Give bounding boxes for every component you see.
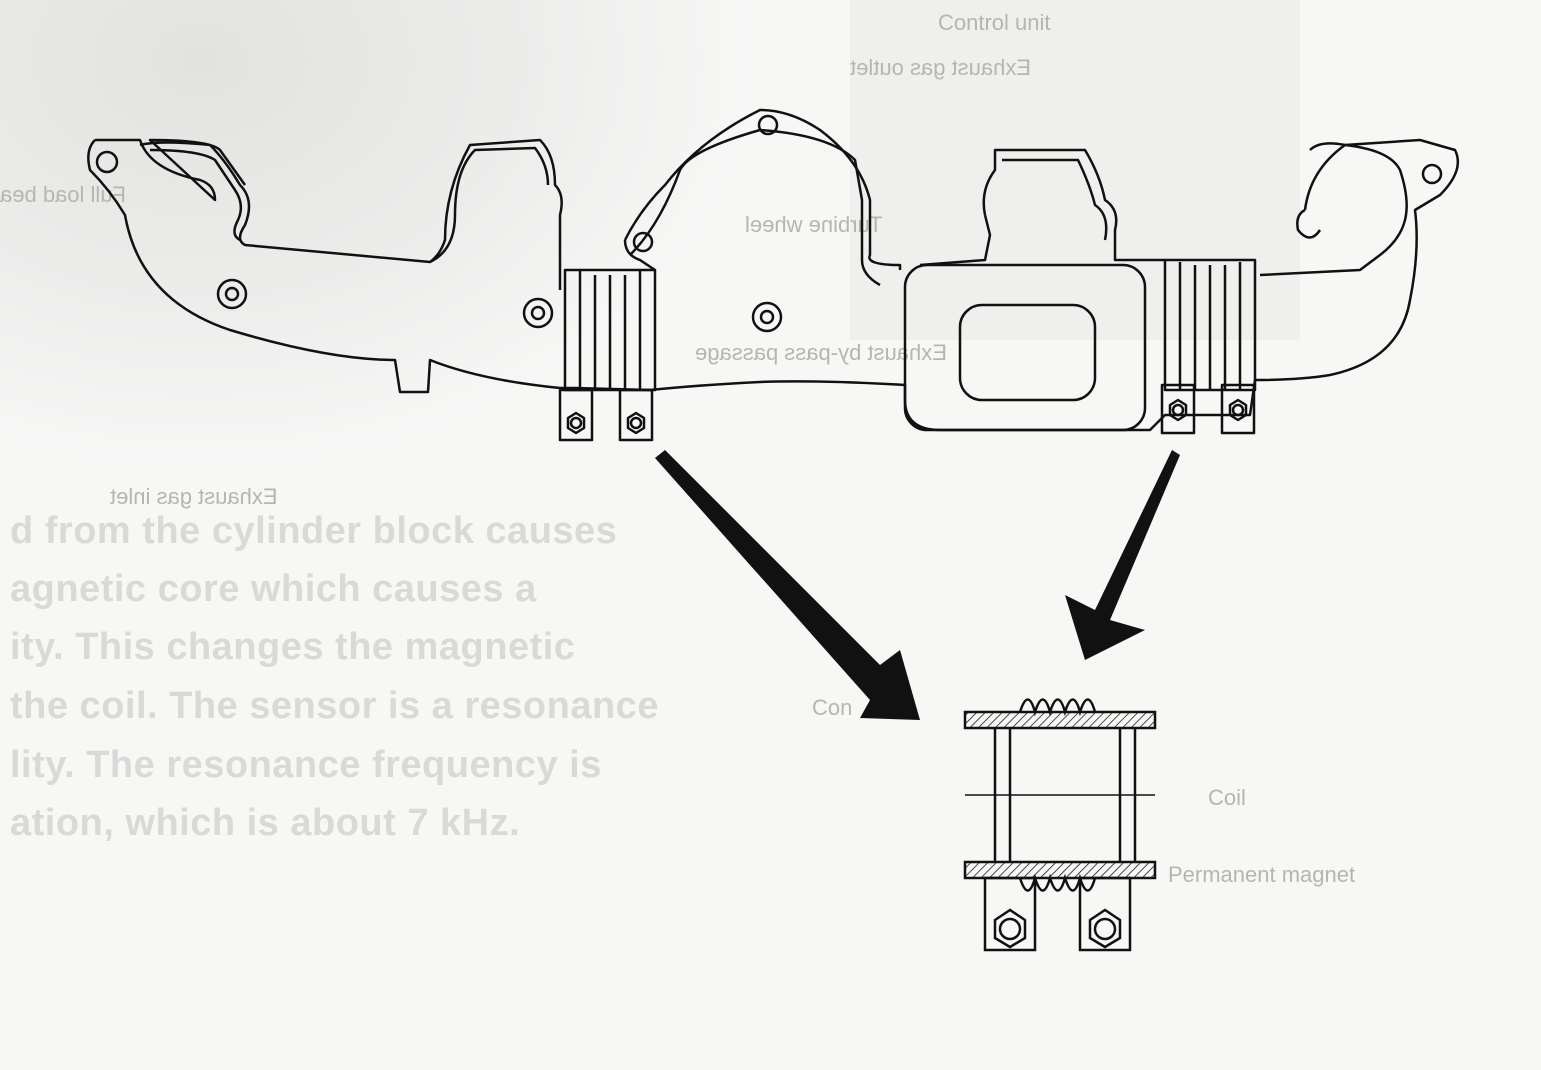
turbo-outlet — [958, 303, 1097, 402]
bleed-through-image — [0, 0, 760, 470]
arrow-left — [655, 450, 920, 720]
left-bellows — [558, 268, 657, 442]
label-control-unit: Control unit — [938, 10, 1051, 35]
manifold-body — [87, 138, 1460, 432]
ghost-line-2: agnetic core which causes a — [10, 568, 537, 610]
center-flange — [623, 108, 902, 270]
ghost-line-4: the coil. The sensor is a resonance — [10, 685, 659, 727]
ghost-line-1: d from the cylinder block causes — [10, 510, 618, 552]
ghost-line-6: ation, which is about 7 kHz. — [10, 802, 521, 844]
turbo-flange — [903, 263, 1147, 432]
label-permanent-magnet: Permanent magnet — [1168, 862, 1356, 887]
bellows-detail — [963, 698, 1157, 952]
right-flange — [982, 148, 1165, 262]
ghost-line-3: ity. This changes the magnetic — [10, 626, 576, 668]
label-control: Con — [812, 695, 853, 720]
label-coil: Coil — [1208, 785, 1246, 810]
ghost-line-5: lity. The resonance frequency is — [10, 744, 602, 786]
arrow-right — [1065, 450, 1180, 660]
right-bellows — [1160, 258, 1257, 435]
